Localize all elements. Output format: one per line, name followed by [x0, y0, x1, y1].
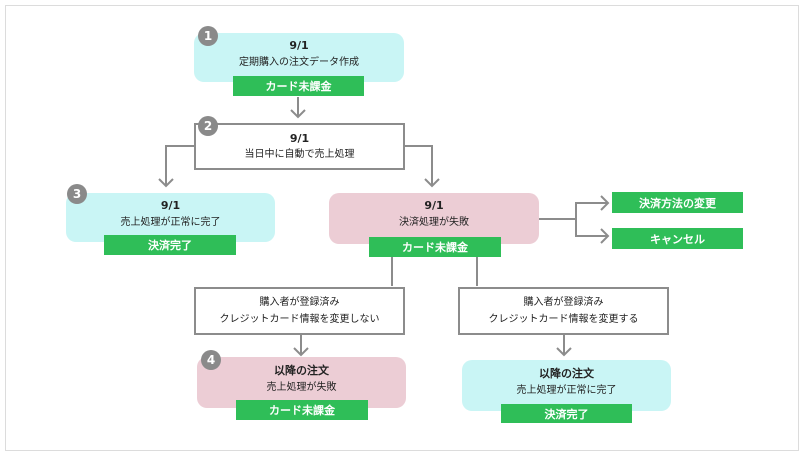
arrowhead-fail-to-cancel — [600, 228, 610, 244]
node-auto-sales: 9/1 当日中に自動で売上処理 — [194, 123, 405, 170]
arrowhead-auto-to-fail — [424, 178, 440, 188]
node-sales-ok: 9/1 売上処理が正常に完了 — [66, 193, 275, 242]
arrow-auto-to-fail — [404, 145, 433, 186]
arrowhead-change-to-later-ok — [556, 347, 572, 357]
node-later-fail: 以降の注文 売上処理が失敗 — [197, 357, 406, 408]
action-cancel: キャンセル — [612, 228, 743, 249]
arrowhead-order-to-auto — [290, 109, 306, 119]
badge-order-create: カード未課金 — [233, 76, 364, 96]
step-marker-4: 4 — [201, 350, 221, 370]
step-marker-3: 3 — [67, 184, 87, 204]
node-payment-fail-text: 決済処理が失敗 — [399, 216, 469, 228]
step-marker-2: 2 — [198, 116, 218, 136]
step-marker-1: 1 — [198, 26, 218, 46]
node-cond-change: 購入者が登録済み クレジットカード情報を変更する — [458, 287, 669, 335]
node-cond-not-change: 購入者が登録済み クレジットカード情報を変更しない — [194, 287, 405, 335]
cond-not-change-line1: 購入者が登録済み — [259, 297, 340, 308]
cond-change-line2: クレジットカード情報を変更する — [488, 314, 639, 325]
node-later-ok: 以降の注文 売上処理が正常に完了 — [462, 360, 671, 411]
node-order-create: 9/1 定期購入の注文データ作成 — [194, 33, 404, 82]
node-auto-sales-text: 当日中に自動で売上処理 — [244, 149, 355, 161]
badge-later-fail: カード未課金 — [236, 400, 368, 420]
later-fail-title: 以降の注文 — [274, 364, 329, 377]
arrowhead-auto-to-success — [158, 178, 174, 188]
node-auto-sales-date: 9/1 — [289, 131, 310, 145]
later-ok-title: 以降の注文 — [539, 367, 594, 380]
node-sales-ok-date: 9/1 — [160, 199, 181, 212]
action-change-payment-method: 決済方法の変更 — [612, 192, 743, 213]
later-ok-text: 売上処理が正常に完了 — [516, 384, 617, 396]
cond-not-change-line2: クレジットカード情報を変更しない — [219, 314, 380, 325]
badge-sales-ok: 決済完了 — [104, 235, 236, 255]
node-payment-fail: 9/1 決済処理が失敗 — [329, 193, 539, 244]
arrow-fail-to-change-method — [539, 202, 608, 220]
arrowhead-not-change-to-later-fail — [293, 347, 309, 357]
arrowhead-fail-to-change-method — [600, 195, 610, 211]
later-fail-text: 売上処理が失敗 — [266, 381, 337, 393]
node-payment-fail-date: 9/1 — [424, 199, 444, 212]
node-order-create-date: 9/1 — [289, 39, 309, 52]
badge-payment-fail: カード未課金 — [369, 237, 501, 257]
badge-later-ok: 決済完了 — [501, 404, 632, 423]
arrow-fail-to-cancel — [575, 219, 608, 237]
cond-change-line1: 購入者が登録済み — [523, 297, 604, 308]
arrow-auto-to-success — [165, 145, 194, 186]
node-order-create-text: 定期購入の注文データ作成 — [239, 56, 359, 68]
node-sales-ok-text: 売上処理が正常に完了 — [120, 216, 221, 228]
